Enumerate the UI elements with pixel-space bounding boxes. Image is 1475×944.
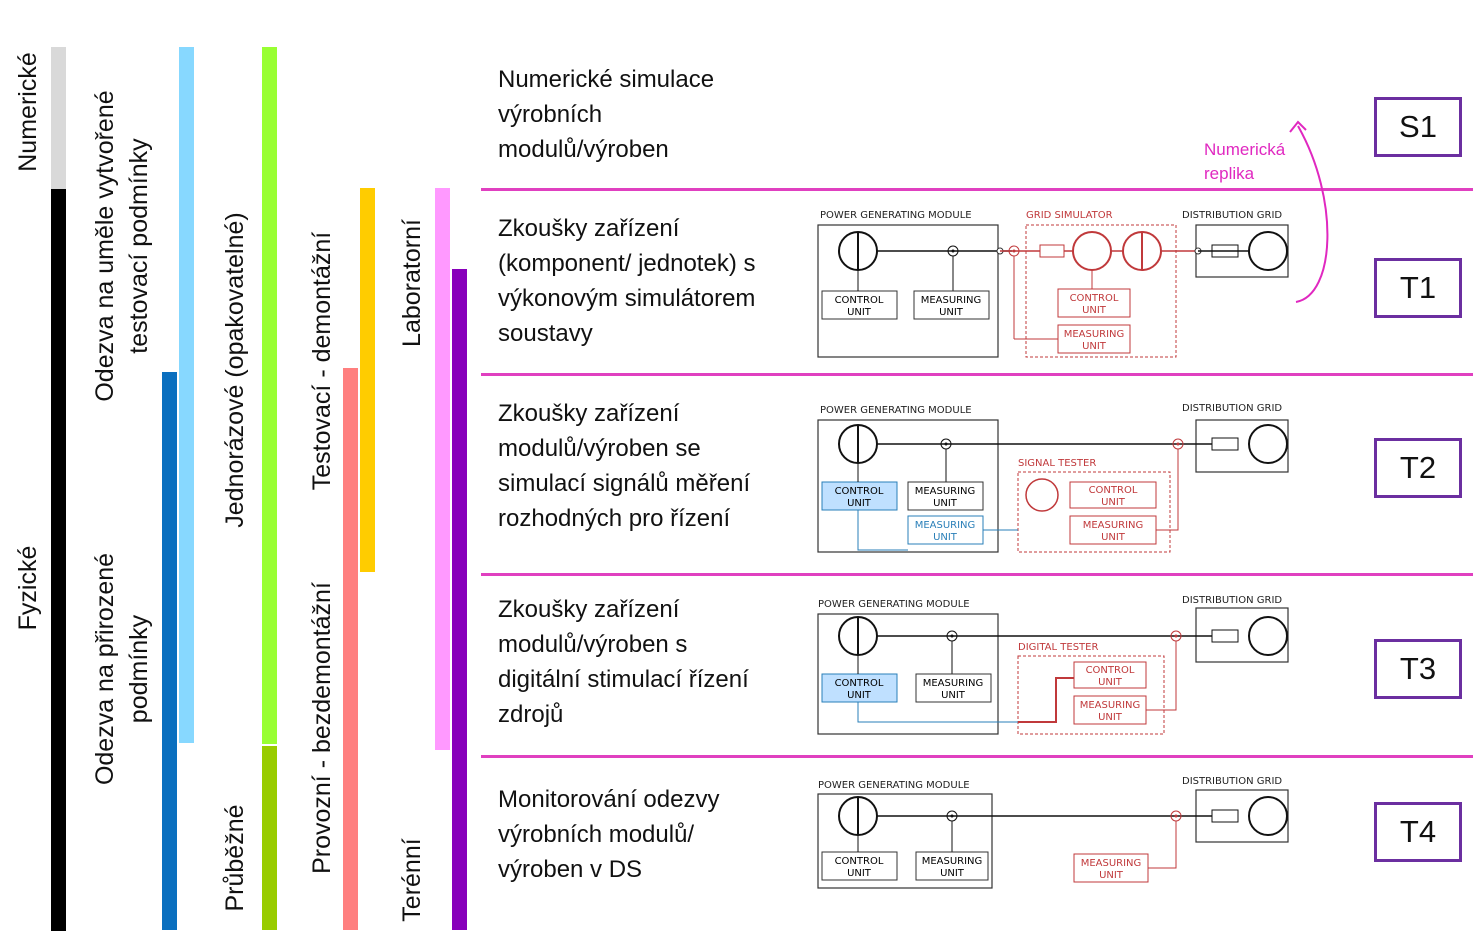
diag-label: DISTRIBUTION GRID (1182, 595, 1282, 606)
diag-label: UNIT (933, 532, 958, 543)
diagram-t1: POWER GENERATING MODULE DISTRIBUTION GRI… (817, 210, 1289, 358)
label-numericke: Numerické (14, 52, 42, 172)
row-text-s1: Numerické simulace výrobních modulů/výro… (498, 66, 715, 163)
label-fyzicke: Fyzické (14, 545, 42, 631)
diag-label: GRID SIMULATOR (1026, 210, 1113, 221)
diag-label: CONTROL (1086, 665, 1135, 676)
diag-label: MEASURING (915, 520, 976, 531)
diag-label: UNIT (1101, 532, 1126, 543)
code-box-t4: T4 (1374, 802, 1462, 862)
row-text-t2: Zkoušky zařízení modulů/výroben se simul… (498, 400, 751, 532)
diagram-t2: POWER GENERATING MODULE DISTRIBUTION GRI… (817, 403, 1289, 553)
label-provozni: Provozní - bezdemontážní (308, 582, 336, 874)
label-prubezne: Průběžné (221, 804, 249, 912)
bar-laboratorni (435, 188, 450, 750)
diag-label: DISTRIBUTION GRID (1182, 403, 1282, 414)
diag-label: UNIT (1101, 497, 1126, 508)
diag-label: CONTROL (835, 678, 884, 689)
diag-label: UNIT (939, 307, 964, 318)
diag-label: UNIT (933, 498, 958, 509)
bar-terenni (452, 269, 467, 930)
code-box-t1: T1 (1374, 258, 1462, 318)
diag-label: MEASURING (922, 856, 983, 867)
diag-label: UNIT (1082, 341, 1107, 352)
diag-label: DIGITAL TESTER (1018, 642, 1098, 653)
diag-label: CONTROL (1089, 485, 1138, 496)
bar-prirozene (162, 372, 177, 930)
diag-label: DISTRIBUTION GRID (1182, 776, 1282, 787)
diag-label: UNIT (1082, 305, 1107, 316)
row-divider (481, 573, 1473, 576)
diag-label: UNIT (847, 690, 872, 701)
label-umele: Odezva na uměle vytvořené testovací podm… (91, 90, 153, 402)
diag-label: POWER GENERATING MODULE (820, 210, 972, 221)
bar-jednorazove (262, 47, 277, 744)
row-divider (481, 755, 1473, 758)
row-text-t1: Zkoušky zařízení (komponent/ jednotek) s… (498, 215, 756, 347)
diag-label: UNIT (1098, 712, 1123, 723)
replica-arrow-icon (1289, 120, 1329, 303)
row-divider (481, 188, 1473, 191)
label-prirozene: Odezva na přirozené podmínky (91, 552, 153, 786)
diag-label: CONTROL (835, 295, 884, 306)
diag-label: UNIT (847, 498, 872, 509)
diag-label: MEASURING (1064, 329, 1125, 340)
label-terenni: Terénní (398, 838, 426, 922)
diag-label: MEASURING (1081, 858, 1142, 869)
bar-fyzicke (51, 189, 66, 931)
diag-label: UNIT (941, 690, 966, 701)
code-box-t2: T2 (1374, 438, 1462, 498)
diag-label: CONTROL (1070, 293, 1119, 304)
diag-label: SIGNAL TESTER (1018, 458, 1096, 469)
bar-numericke (51, 47, 66, 189)
code-box-t3: T3 (1374, 639, 1462, 699)
diag-label: MEASURING (915, 486, 976, 497)
diag-label: UNIT (1098, 677, 1123, 688)
diag-label: UNIT (847, 868, 872, 879)
diag-label: POWER GENERATING MODULE (820, 405, 972, 416)
diag-label: POWER GENERATING MODULE (818, 780, 970, 791)
diag-label: CONTROL (835, 486, 884, 497)
replica-label: Numerická replika (1204, 140, 1286, 183)
diag-label: POWER GENERATING MODULE (818, 599, 970, 610)
bar-umele (179, 47, 194, 743)
label-testovaci: Testovací - demontážní (308, 231, 336, 491)
diag-label: UNIT (1099, 870, 1124, 881)
code-box-s1: S1 (1374, 97, 1462, 157)
label-jednorazove: Jednorázové (opakovatelné) (221, 212, 249, 528)
label-laboratorni: Laboratorní (398, 219, 426, 347)
diagram-t3: POWER GENERATING MODULE DISTRIBUTION GRI… (817, 595, 1289, 735)
bar-provozni (343, 368, 358, 930)
diag-label: MEASURING (923, 678, 984, 689)
diag-label: DISTRIBUTION GRID (1182, 210, 1282, 221)
diag-label: UNIT (940, 868, 965, 879)
diag-label: UNIT (847, 307, 872, 318)
bar-testovaci (360, 188, 375, 572)
bar-prubezne (262, 746, 277, 930)
row-text-t3: Zkoušky zařízení modulů/výroben s digitá… (498, 596, 749, 728)
diag-label: MEASURING (1080, 700, 1141, 711)
diag-label: CONTROL (835, 856, 884, 867)
row-text-t4: Monitorování odezvy výrobních modulů/ vý… (498, 786, 720, 883)
row-divider (481, 373, 1473, 376)
diag-label: MEASURING (921, 295, 982, 306)
diagram-t4: POWER GENERATING MODULE DISTRIBUTION GRI… (817, 776, 1289, 889)
diag-label: MEASURING (1083, 520, 1144, 531)
